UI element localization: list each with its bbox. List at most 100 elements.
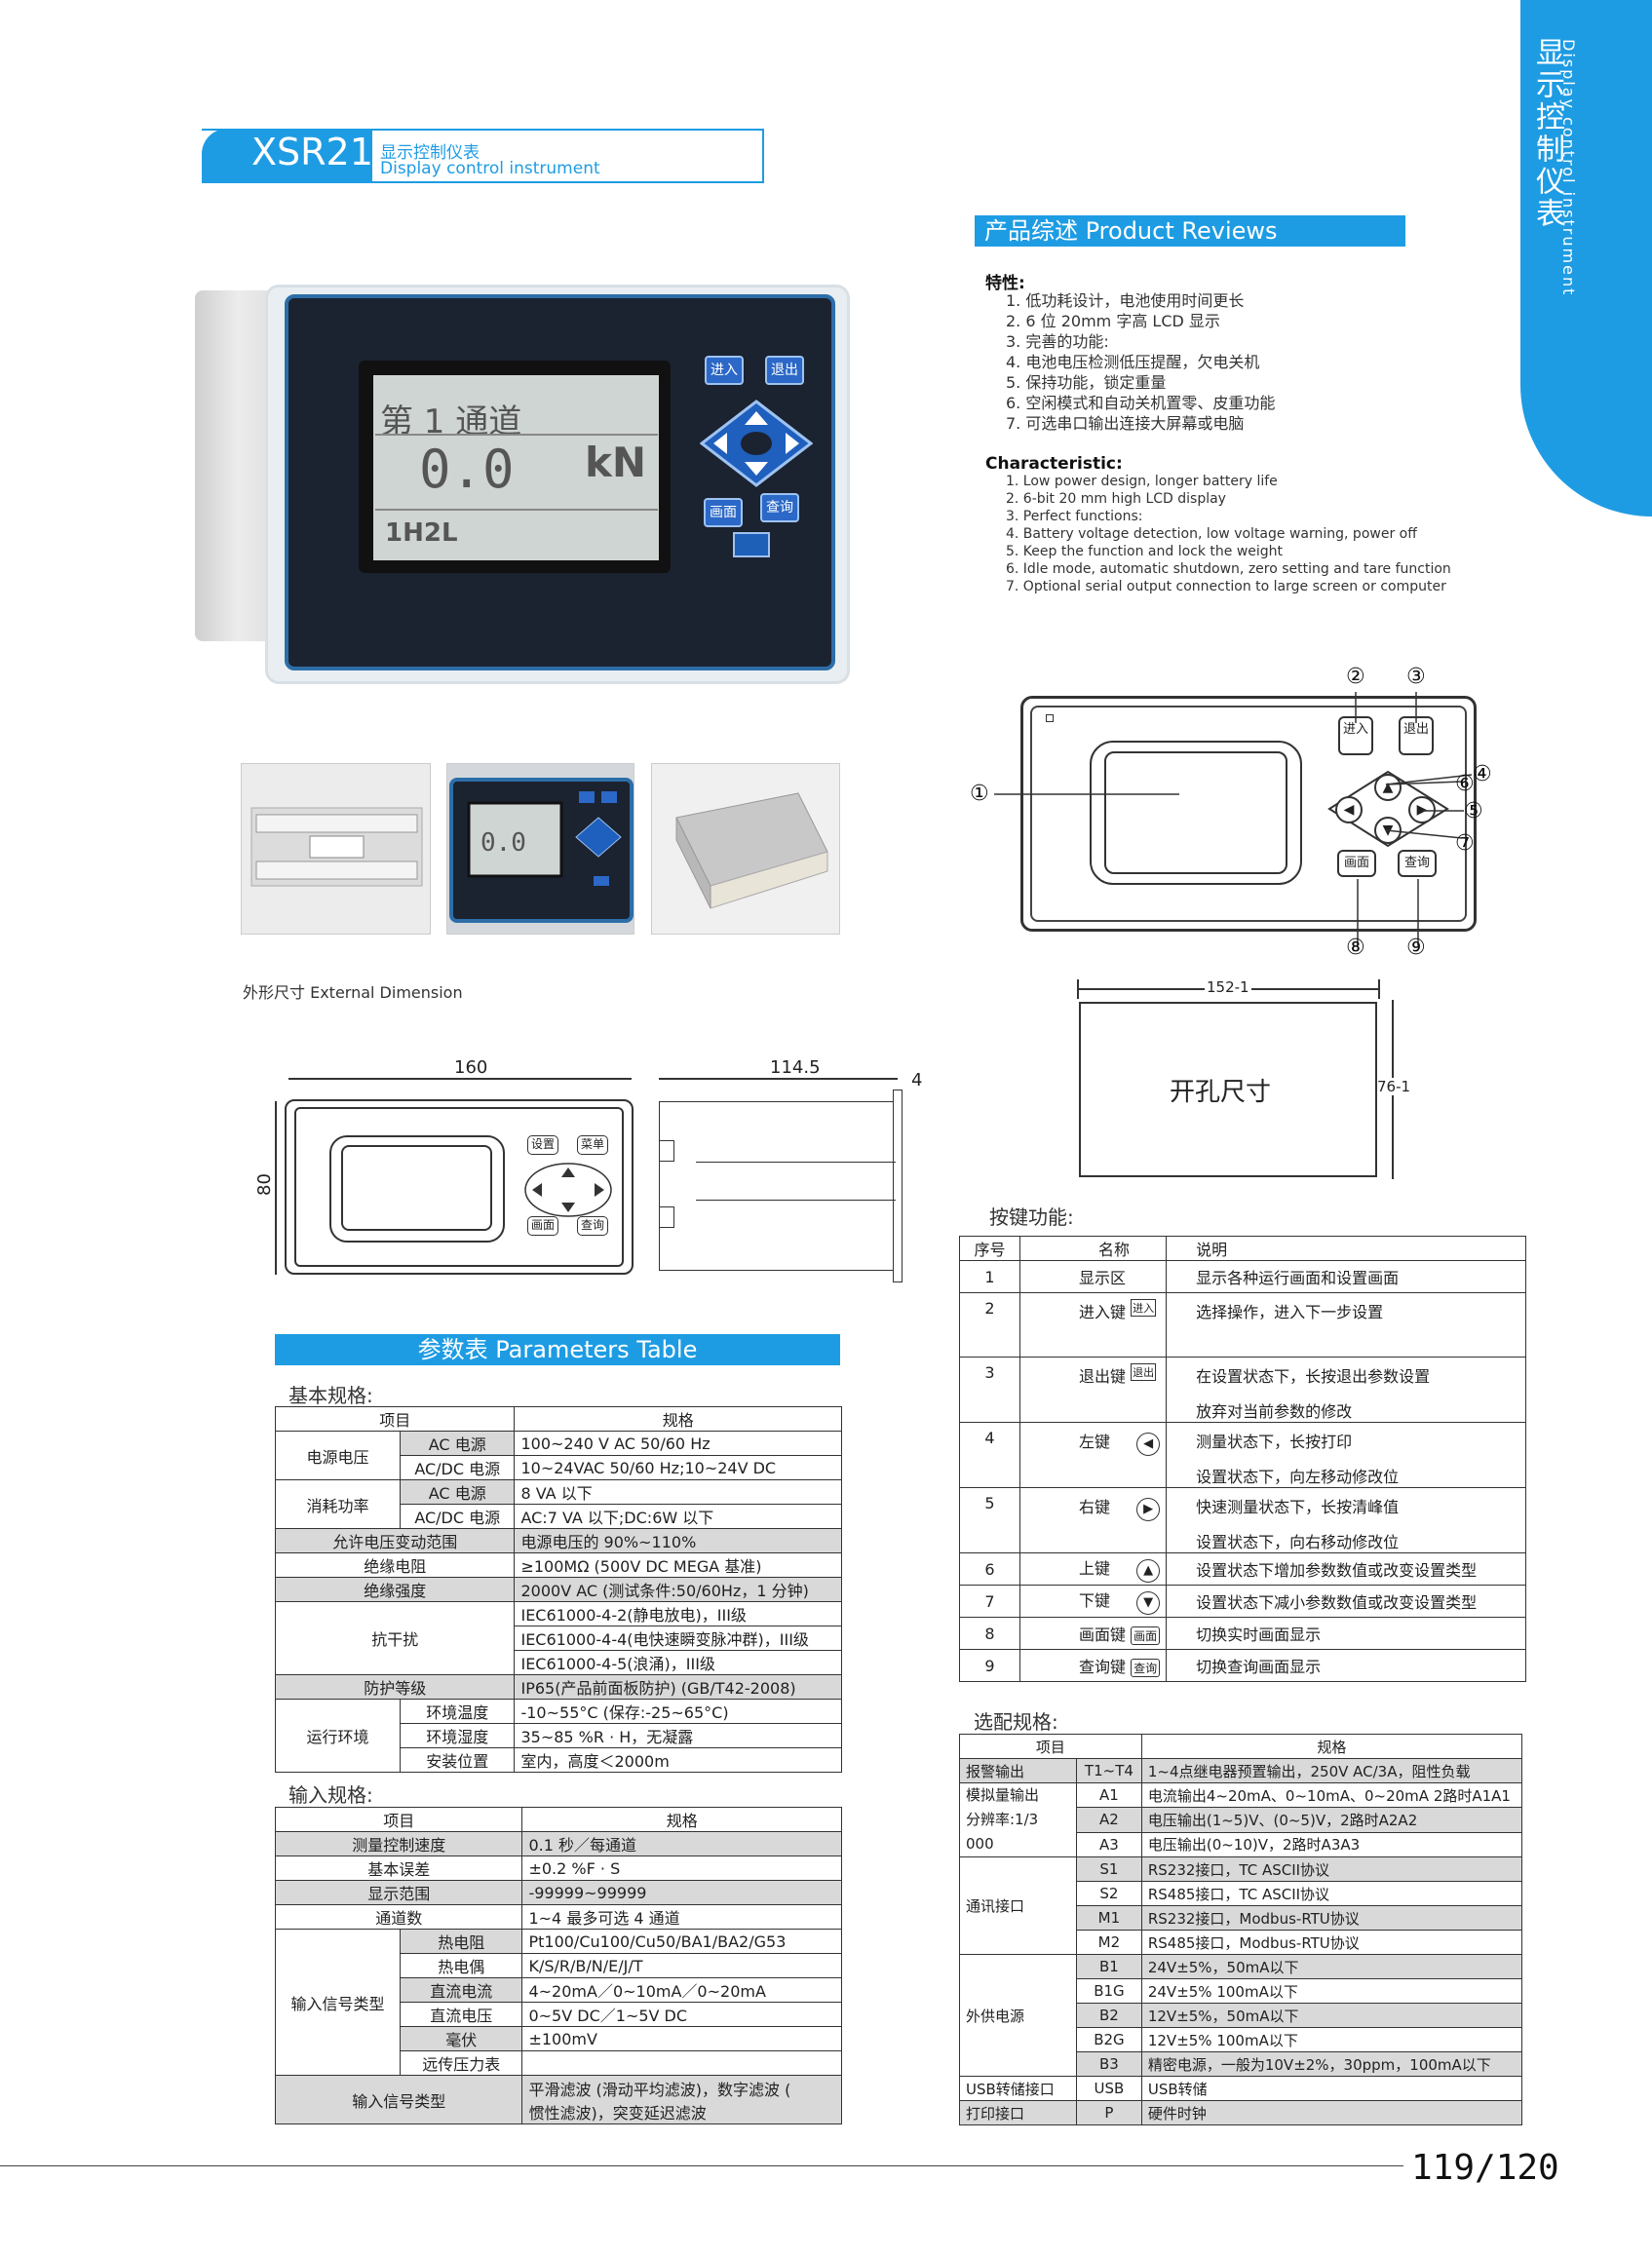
keypad-indicator — [1046, 714, 1054, 722]
cell-rtd-v: Pt100/Cu100/Cu50/BA1/BA2/G53 — [521, 1929, 842, 1954]
callout-7: ⑦ — [1455, 831, 1475, 856]
cell-insul-s: 绝缘强度 — [274, 1577, 516, 1602]
cell-env-p: 安装位置 — [399, 1747, 516, 1773]
key-no: 8 — [959, 1617, 1020, 1650]
key-desc: 在设置状态下，长按退出参数设置 — [1196, 1367, 1431, 1386]
model-name: XSR21 — [251, 131, 373, 173]
keypad-query-button: 查询 — [1398, 850, 1437, 877]
cell-ip: 防护等级 — [274, 1674, 516, 1700]
keyfunc-title: 按键功能: — [989, 1205, 1074, 1229]
cell-a3: A3 — [1076, 1831, 1142, 1858]
side-tab-en: Display control instrument — [1559, 39, 1578, 297]
cell-mv-v: ±100mV — [521, 2026, 842, 2051]
filter-line-2: 惯性滤波)，突变延迟滤波 — [528, 2103, 707, 2123]
cell-speed: 测量控制速度 — [274, 1831, 523, 1856]
dim-lcd-outer — [329, 1135, 505, 1243]
cutout-width-tick — [1378, 979, 1380, 999]
right-key-icon: ▶ — [1136, 1498, 1161, 1521]
cell-s2-v: RS485接口，TC ASCII协议 — [1140, 1881, 1523, 1906]
cell-ac: AC 电源 — [399, 1479, 516, 1505]
key-name-cell: 画面键 画面 — [1018, 1617, 1168, 1650]
cell-power: 电源电压 — [275, 1431, 401, 1480]
keypad-screen-button: 画面 — [1337, 850, 1376, 877]
cell-a2: A2 — [1076, 1807, 1142, 1833]
cell-m1: M1 — [1076, 1905, 1142, 1931]
feature-item: 2. 6 位 20mm 字高 LCD 显示 — [1006, 312, 1220, 330]
input-spec-title: 输入规格: — [288, 1783, 373, 1807]
cutout-width: 152-1 — [1205, 978, 1251, 996]
cutout-label: 开孔尺寸 — [1170, 1078, 1272, 1107]
dim-160-line — [288, 1078, 632, 1080]
dim-80-line — [275, 1101, 277, 1275]
key-name: 查询键 — [1079, 1658, 1127, 1676]
thumbnail-lcd-value: 0.0 — [480, 828, 526, 858]
dim-side-terminal — [659, 1140, 674, 1162]
feature-item: 7. 可选串口输出连接大屏幕或电脑 — [1006, 414, 1245, 433]
col-item: 项目 — [959, 1734, 1142, 1759]
key-name: 下键 — [1079, 1591, 1111, 1610]
feature-item: 6. 空闲模式和自动关机置零、皮重功能 — [1006, 394, 1276, 412]
cell-speed-v: 0.1 秒／每通道 — [521, 1831, 842, 1856]
cell-s1-v: RS232接口，TC ASCII协议 — [1140, 1856, 1523, 1882]
characteristic-item: 6. Idle mode, automatic shutdown, zero s… — [1006, 561, 1451, 577]
cell-power-acdc: 10~24VAC 50/60 Hz;10~24V DC — [514, 1455, 842, 1480]
cell-prn-c: P — [1076, 2100, 1142, 2125]
feature-item: 3. 完善的功能: — [1006, 332, 1109, 351]
product-reviews-title: 产品综述 Product Reviews — [975, 215, 1405, 247]
cell-ac: AC 电源 — [399, 1431, 516, 1456]
cell-emc-1: IEC61000-4-2(静电放电)，III级 — [514, 1601, 842, 1626]
dim-screen-button: 画面 — [527, 1216, 558, 1236]
cell-ch-v: 1~4 最多可选 4 通道 — [521, 1904, 842, 1930]
dim-4: 4 — [911, 1070, 923, 1090]
cell-allow: 允许电压变动范围 — [274, 1528, 516, 1553]
key-no: 3 — [959, 1357, 1020, 1423]
thumbnail-front — [446, 763, 634, 935]
key-name: 右键 — [1079, 1498, 1111, 1516]
cutout-box — [1079, 1002, 1377, 1177]
cell-a2-v: 电压输出(1~5)V、(0~5)V，2路时A2A2 — [1140, 1807, 1523, 1833]
keypad-callout-lines — [994, 692, 1473, 945]
device-exit-button: 退出 — [765, 356, 804, 385]
key-desc: 切换实时画面显示 — [1166, 1617, 1526, 1650]
cell-dcv-v: 0~5V DC／1~5V DC — [521, 2002, 842, 2027]
key-desc: 显示各种运行画面和设置画面 — [1166, 1260, 1526, 1293]
key-desc-cell: 快速测量状态下，长按清峰值 设置状态下，向右移动修改位 — [1166, 1487, 1526, 1553]
cell-env-t-v: -10~55°C (保存:-25~65°C) — [514, 1699, 842, 1724]
dim-dpad — [524, 1162, 612, 1218]
analog-line: 模拟量输出 — [966, 1786, 1040, 1804]
key-name: 画面键 — [1079, 1626, 1127, 1644]
cutout-width-tick — [1077, 979, 1079, 999]
cell-env-h: 环境湿度 — [399, 1723, 516, 1748]
cell-m1-v: RS232接口，Modbus-RTU协议 — [1140, 1905, 1523, 1931]
lcd-divider — [375, 509, 658, 511]
keyfunc-table: 序号 名称 说明 1 显示区 显示各种运行画面和设置画面 2 进入键 进入 选择… — [959, 1236, 1526, 1682]
cell-usb-v: USB转储 — [1140, 2076, 1523, 2101]
key-name-cell: 查询键 查询 — [1018, 1649, 1168, 1682]
params-title: 参数表 Parameters Table — [275, 1334, 840, 1365]
cell-s2: S2 — [1076, 1881, 1142, 1906]
cell-power-ac: 100~240 V AC 50/60 Hz — [514, 1431, 842, 1456]
lcd-value: 0.0 — [419, 439, 515, 500]
key-name-cell: 左键 ◀ — [1018, 1422, 1168, 1488]
callout-1: ① — [970, 782, 989, 806]
cell-b1g: B1G — [1076, 1978, 1142, 2004]
cell-usb-c: USB — [1076, 2076, 1142, 2101]
keypad-up-icon: ▲ — [1374, 774, 1402, 801]
input-spec-table: 项目 规格 测量控制速度 0.1 秒／每通道 基本误差 ±0.2 %F · S … — [274, 1807, 842, 2124]
cell-analog: 模拟量输出 分辨率:1/3 000 — [959, 1782, 1077, 1857]
query-key-icon: 查询 — [1131, 1659, 1161, 1677]
key-name-cell: 下键 ▼ — [1018, 1585, 1168, 1618]
callout-6: ⑥ — [1455, 772, 1475, 796]
keypad-display-outer — [1090, 741, 1302, 885]
dim-set-button: 设置 — [527, 1135, 558, 1155]
dim-lcd-inner — [341, 1145, 492, 1231]
cell-m2-v: RS485接口，Modbus-RTU协议 — [1140, 1930, 1523, 1955]
dim-side-flange — [893, 1090, 903, 1282]
key-desc: 设置状态下增加参数数值或改变设置类型 — [1166, 1552, 1526, 1586]
cell-b1g-v: 24V±5% 100mA以下 — [1140, 1978, 1523, 2004]
characteristic-item: 7. Optional serial output connection to … — [1006, 579, 1446, 594]
col-no: 序号 — [959, 1236, 1020, 1261]
cell-sig: 输入信号类型 — [275, 1929, 401, 2076]
cell-env-t: 环境温度 — [399, 1699, 516, 1724]
cell-range-v: -99999~99999 — [521, 1880, 842, 1905]
